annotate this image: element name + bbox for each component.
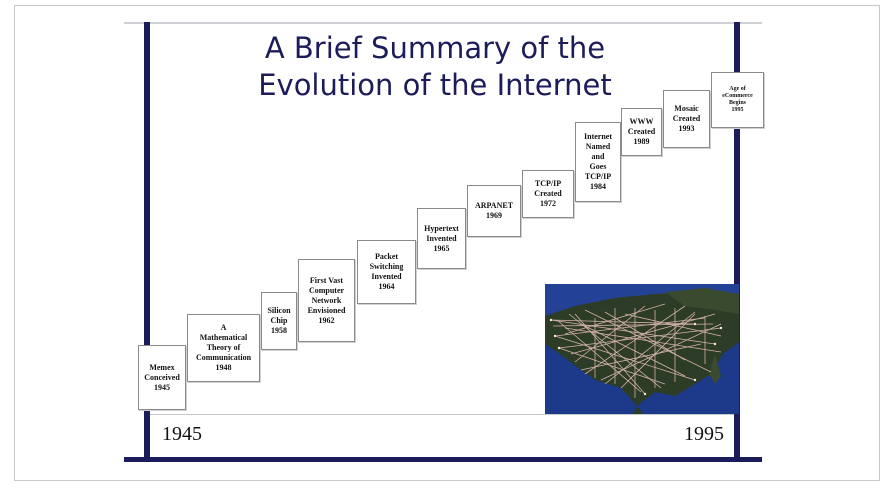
us-network-map-image: [545, 284, 739, 414]
us-network-map-icon: [545, 284, 739, 414]
step-mathematical-theory: A Mathematical Theory of Communication 1…: [187, 314, 260, 382]
step-mosaic: Mosaic Created 1993: [663, 90, 710, 148]
top-rule: [124, 22, 762, 24]
step-arpanet: ARPANET 1969: [467, 185, 521, 237]
slide-title: A Brief Summary of the Evolution of the …: [200, 30, 670, 104]
step-silicon-chip: Silicon Chip 1958: [261, 292, 297, 350]
step-tcp-ip: TCP/IP Created 1972: [522, 170, 574, 218]
bottom-bar: [124, 457, 762, 462]
step-www: WWW Created 1989: [621, 108, 662, 156]
title-line-1: A Brief Summary of the: [264, 31, 606, 65]
step-internet-named: Internet Named and Goes TCP/IP 1984: [575, 122, 621, 202]
step-ecommerce: Age of eCommerce Begins 1995: [711, 72, 764, 128]
step-computer-network: First Vast Computer Network Envisioned 1…: [298, 259, 355, 342]
step-packet-switching: Packet Switching Invented 1964: [357, 240, 416, 304]
title-line-2: Evolution of the Internet: [258, 68, 612, 102]
step-hypertext: Hypertext Invented 1965: [417, 208, 466, 269]
timeline-baseline: [150, 414, 734, 415]
left-vertical-bar: [144, 22, 150, 462]
step-memex: Memex Conceived 1945: [138, 345, 186, 410]
right-vertical-bar: [734, 22, 740, 462]
timeline-start-year: 1945: [162, 423, 202, 445]
timeline-end-year: 1995: [684, 423, 724, 445]
